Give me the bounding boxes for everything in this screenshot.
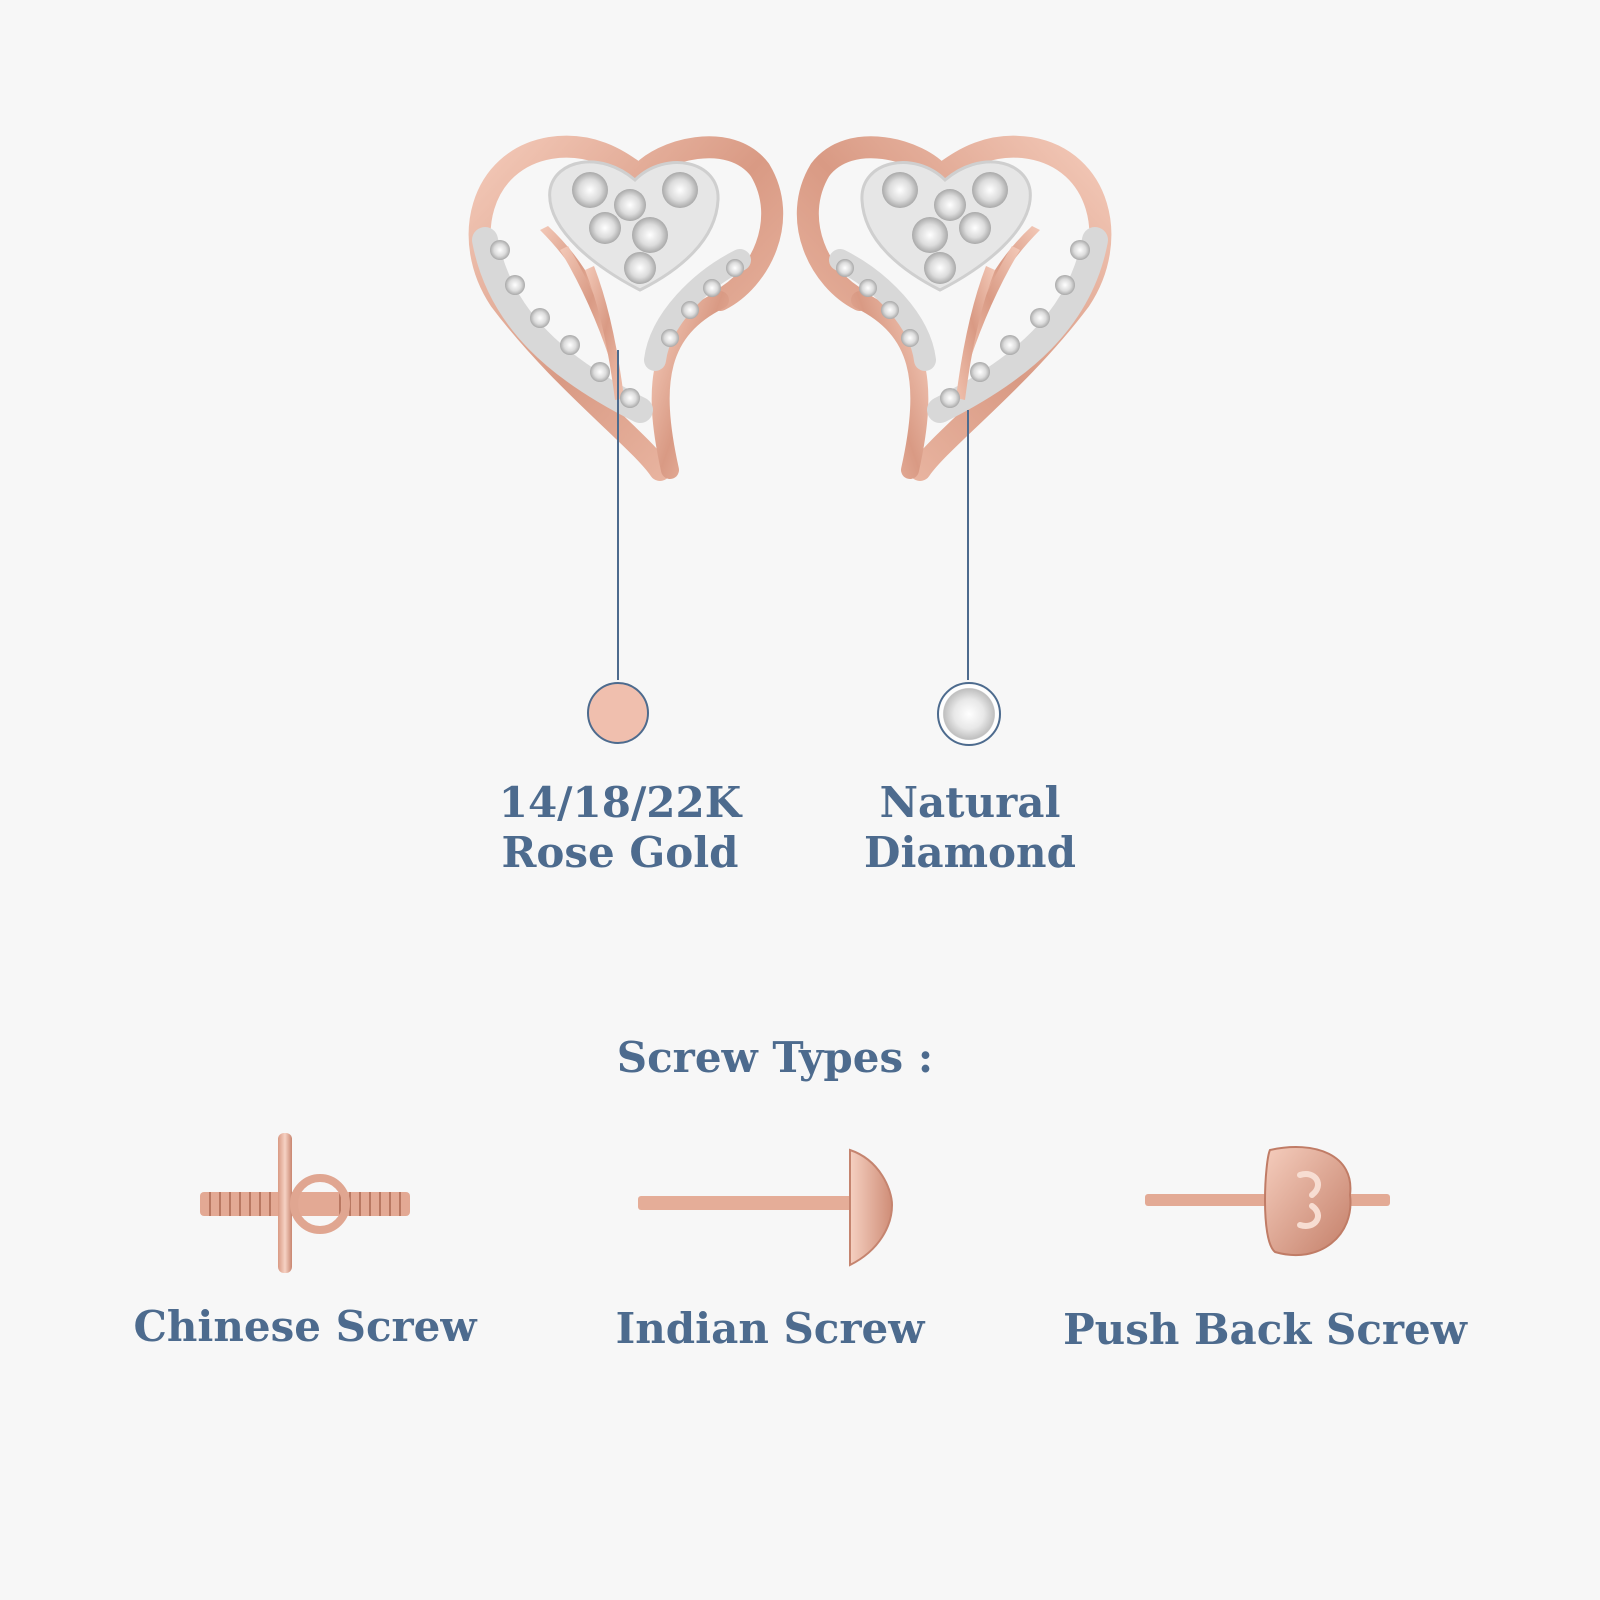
heart-earrings-image xyxy=(468,135,1112,680)
diamond-swatch xyxy=(937,682,1001,746)
metal-label: 14/18/22K Rose Gold xyxy=(470,778,770,878)
right-earring-mirror xyxy=(796,135,1112,680)
push-back-screw-image xyxy=(1145,1146,1390,1257)
rose-gold-swatch xyxy=(587,682,649,744)
indian-screw-image xyxy=(638,1148,894,1267)
stone-label: Natural Diamond xyxy=(820,778,1120,878)
screw-types-heading: Screw Types : xyxy=(616,1033,934,1082)
metal-label-line1: 14/18/22K xyxy=(498,778,742,827)
left-earring xyxy=(468,135,784,680)
screw-label-push-back: Push Back Screw xyxy=(1063,1305,1467,1354)
metal-label-line2: Rose Gold xyxy=(501,828,739,877)
stone-label-line2: Diamond xyxy=(864,828,1076,877)
chinese-screw-image xyxy=(200,1133,410,1273)
stone-label-line1: Natural xyxy=(879,778,1061,827)
screw-label-chinese: Chinese Screw xyxy=(133,1302,477,1351)
screw-label-indian: Indian Screw xyxy=(615,1304,925,1353)
